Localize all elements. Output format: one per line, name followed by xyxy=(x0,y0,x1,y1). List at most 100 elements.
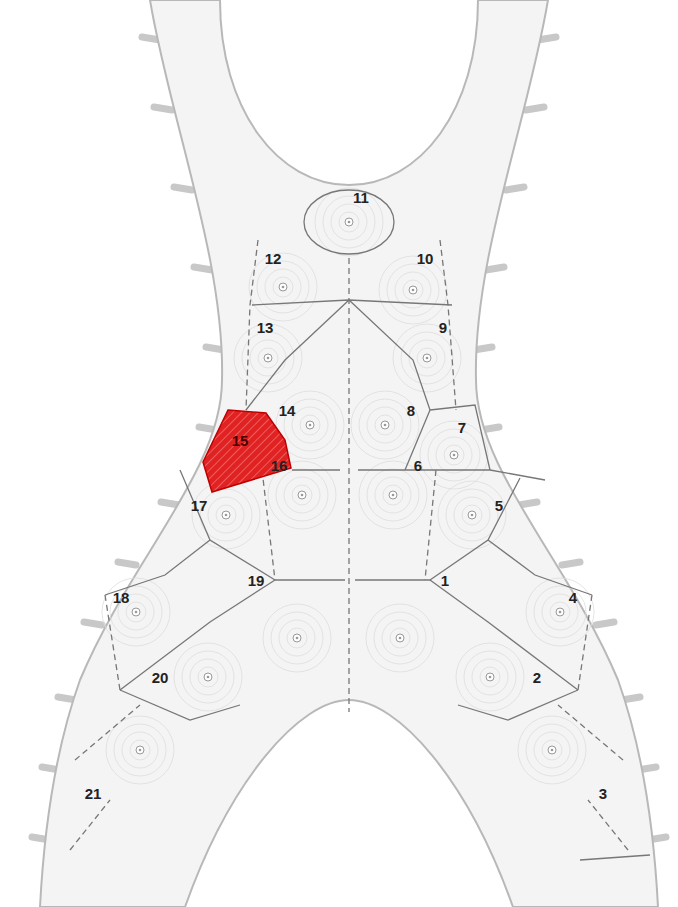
contour-ring xyxy=(366,604,434,672)
contour-ring xyxy=(284,477,320,513)
zone-dot-core xyxy=(135,611,138,614)
contour-ring xyxy=(339,212,359,232)
zone-dot xyxy=(381,421,389,429)
zone-number: 18 xyxy=(113,590,130,605)
zone-dot xyxy=(222,511,230,519)
highlighted-zone xyxy=(203,410,291,492)
contour-ring xyxy=(300,415,320,435)
contour-ring xyxy=(550,602,570,622)
contour-ring xyxy=(464,651,516,703)
zone-dot xyxy=(279,283,287,291)
contour-ring xyxy=(250,340,286,376)
zone-number: 4 xyxy=(569,590,577,605)
contour-ring xyxy=(258,348,278,368)
contour-ring xyxy=(534,732,570,768)
contour-ring xyxy=(438,481,506,549)
zone-dot-core xyxy=(453,454,456,457)
zone-number: 10 xyxy=(417,251,434,266)
zone-number: 16 xyxy=(271,458,288,473)
contour-ring xyxy=(292,485,312,505)
zone-dot xyxy=(396,634,404,642)
contour-ring xyxy=(114,724,166,776)
zone-boundaries xyxy=(70,190,650,860)
contour-ring xyxy=(409,340,445,376)
zone-dot xyxy=(486,673,494,681)
contour-ring xyxy=(454,497,490,533)
contour-rings xyxy=(102,188,594,784)
contour-ring xyxy=(331,204,367,240)
contour-ring xyxy=(315,188,383,256)
contour-ring xyxy=(130,740,150,760)
contour-ring xyxy=(367,407,403,443)
zone-number: 7 xyxy=(458,420,466,435)
contour-ring xyxy=(122,732,158,768)
contour-ring xyxy=(292,407,328,443)
zone-dot-core xyxy=(348,221,351,224)
contour-ring xyxy=(208,497,244,533)
contour-ring xyxy=(190,659,226,695)
contour-ring xyxy=(379,256,447,324)
zone-number: 19 xyxy=(248,573,265,588)
spine xyxy=(118,562,136,565)
contour-ring xyxy=(436,437,472,473)
zone-dot xyxy=(132,608,140,616)
zone-dot-core xyxy=(489,676,492,679)
contour-ring xyxy=(382,620,418,656)
contour-ring xyxy=(263,604,331,672)
contour-ring xyxy=(279,620,315,656)
zone-dot-core xyxy=(225,514,228,517)
zone-number: 3 xyxy=(599,786,607,801)
zone-number: 14 xyxy=(279,403,296,418)
zone-number: 1 xyxy=(441,573,449,588)
zone-dot xyxy=(136,746,144,754)
zone-dot xyxy=(345,218,353,226)
contour-ring xyxy=(387,264,439,316)
zone-dot xyxy=(389,491,397,499)
contour-ring xyxy=(375,477,411,513)
contour-ring xyxy=(526,724,578,776)
contour-ring xyxy=(359,399,411,451)
contour-ring xyxy=(383,485,403,505)
contour-ring xyxy=(276,469,328,521)
spine xyxy=(174,187,192,190)
contour-ring xyxy=(126,602,146,622)
contour-ring xyxy=(374,612,426,664)
contour-ring xyxy=(456,643,524,711)
zone-number: 12 xyxy=(265,251,282,266)
zone-dot xyxy=(423,354,431,362)
zone-number: 11 xyxy=(353,190,369,205)
contour-ring xyxy=(401,332,453,384)
contour-ring xyxy=(390,628,410,648)
contour-ring xyxy=(472,659,508,695)
zone-number: 17 xyxy=(191,498,208,513)
zone-dot xyxy=(556,608,564,616)
contour-ring xyxy=(526,578,594,646)
contour-ring xyxy=(446,489,498,541)
zone-dot xyxy=(548,746,556,754)
zone-dot-core xyxy=(309,424,312,427)
contour-ring xyxy=(257,261,309,313)
spine xyxy=(526,107,544,110)
zone-number: 5 xyxy=(495,498,503,513)
zone-dot-core xyxy=(301,494,304,497)
contour-ring xyxy=(518,716,586,784)
contour-ring xyxy=(287,628,307,648)
contour-ring xyxy=(480,667,500,687)
body-outline xyxy=(40,0,658,907)
contour-ring xyxy=(273,277,293,297)
zone-dot-core xyxy=(282,286,285,289)
zone-centre-dots xyxy=(132,218,564,754)
contour-ring xyxy=(462,505,482,525)
zone-dot xyxy=(468,511,476,519)
zone-dot-core xyxy=(267,357,270,360)
zone-dot-core xyxy=(399,637,402,640)
contour-ring xyxy=(198,667,218,687)
spine xyxy=(486,267,504,270)
contour-ring xyxy=(174,643,242,711)
contour-ring xyxy=(182,651,234,703)
spine xyxy=(506,187,524,190)
spine xyxy=(519,502,537,505)
zone-dot-core xyxy=(384,424,387,427)
spine xyxy=(154,107,172,110)
